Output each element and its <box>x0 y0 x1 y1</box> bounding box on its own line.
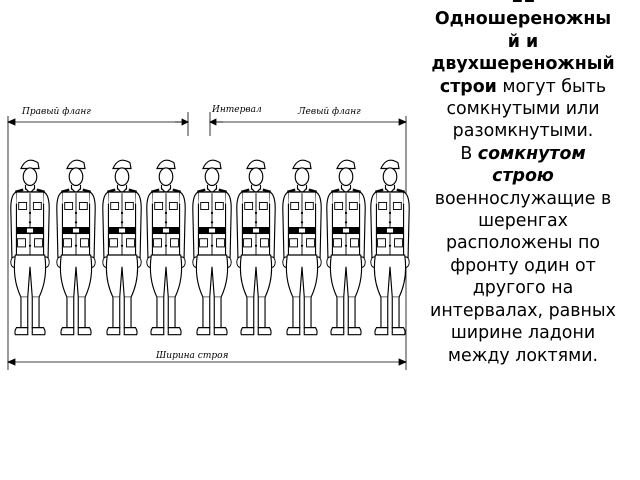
text-line: двухшереножный <box>406 53 640 75</box>
text-segment: другого на <box>472 278 574 299</box>
label-right-flank: Правый фланг <box>21 107 91 117</box>
soldier-figure <box>281 159 323 336</box>
text-segment: фронту один от <box>450 255 596 276</box>
dimension-lines <box>6 112 408 370</box>
label-formation-width: Ширина строя <box>155 351 229 361</box>
text-line: интервалах, равных <box>406 300 640 322</box>
soldier-figure <box>9 159 51 336</box>
text-segment: интервалах, равных <box>430 300 616 321</box>
text-line: строю <box>406 165 640 187</box>
text-line: другого на <box>406 277 640 299</box>
text-line: сомкнутыми или <box>406 98 640 120</box>
soldier-figure <box>369 159 411 336</box>
text-line: шеренгах <box>406 210 640 232</box>
text-segment: сомкнутом <box>477 143 586 164</box>
text-segment: строю <box>492 166 554 187</box>
soldier-figure <box>235 159 277 336</box>
text-segment: Одношереножны <box>434 9 612 30</box>
text-line: ширине ладони <box>406 322 640 344</box>
soldier-figure <box>101 159 143 336</box>
text-line: между локтями. <box>406 345 640 367</box>
text-segment: строи <box>439 76 497 97</box>
text-segment: й и <box>507 31 539 52</box>
soldier-figure <box>191 159 233 336</box>
soldier-figure <box>145 159 187 336</box>
text-segment: военнослужащие в <box>434 188 612 209</box>
text-segment: ширине ладони <box>450 323 596 344</box>
text-segment: 11 <box>511 0 535 7</box>
text-line: В сомкнутом <box>406 143 640 165</box>
text-line: фронту один от <box>406 255 640 277</box>
soldier-figure <box>325 159 367 336</box>
text-segment: могут быть <box>496 76 607 97</box>
label-interval: Интервал <box>211 105 262 115</box>
text-line: Одношереножны <box>406 8 640 30</box>
text-segment: В <box>460 143 478 164</box>
text-line: 11 <box>406 0 640 8</box>
formation-illustration: Правый фланг Интервал Левый фланг Ширина… <box>6 105 411 370</box>
text-line: расположены по <box>406 232 640 254</box>
text-segment: между локтями. <box>447 345 599 366</box>
text-segment: разомкнутыми. <box>452 121 594 142</box>
text-segment: шеренгах <box>478 211 568 232</box>
text-line: военнослужащие в <box>406 188 640 210</box>
text-segment: сомкнутыми или <box>446 99 600 120</box>
text-line: разомкнутыми. <box>406 120 640 142</box>
soldier-figure <box>55 159 97 336</box>
text-segment: расположены по <box>445 233 601 254</box>
text-line: й и <box>406 31 640 53</box>
soldier-row <box>9 159 411 336</box>
text-segment: двухшереножный <box>431 54 615 75</box>
label-left-flank: Левый фланг <box>297 107 361 117</box>
text-line: строи могут быть <box>406 76 640 98</box>
